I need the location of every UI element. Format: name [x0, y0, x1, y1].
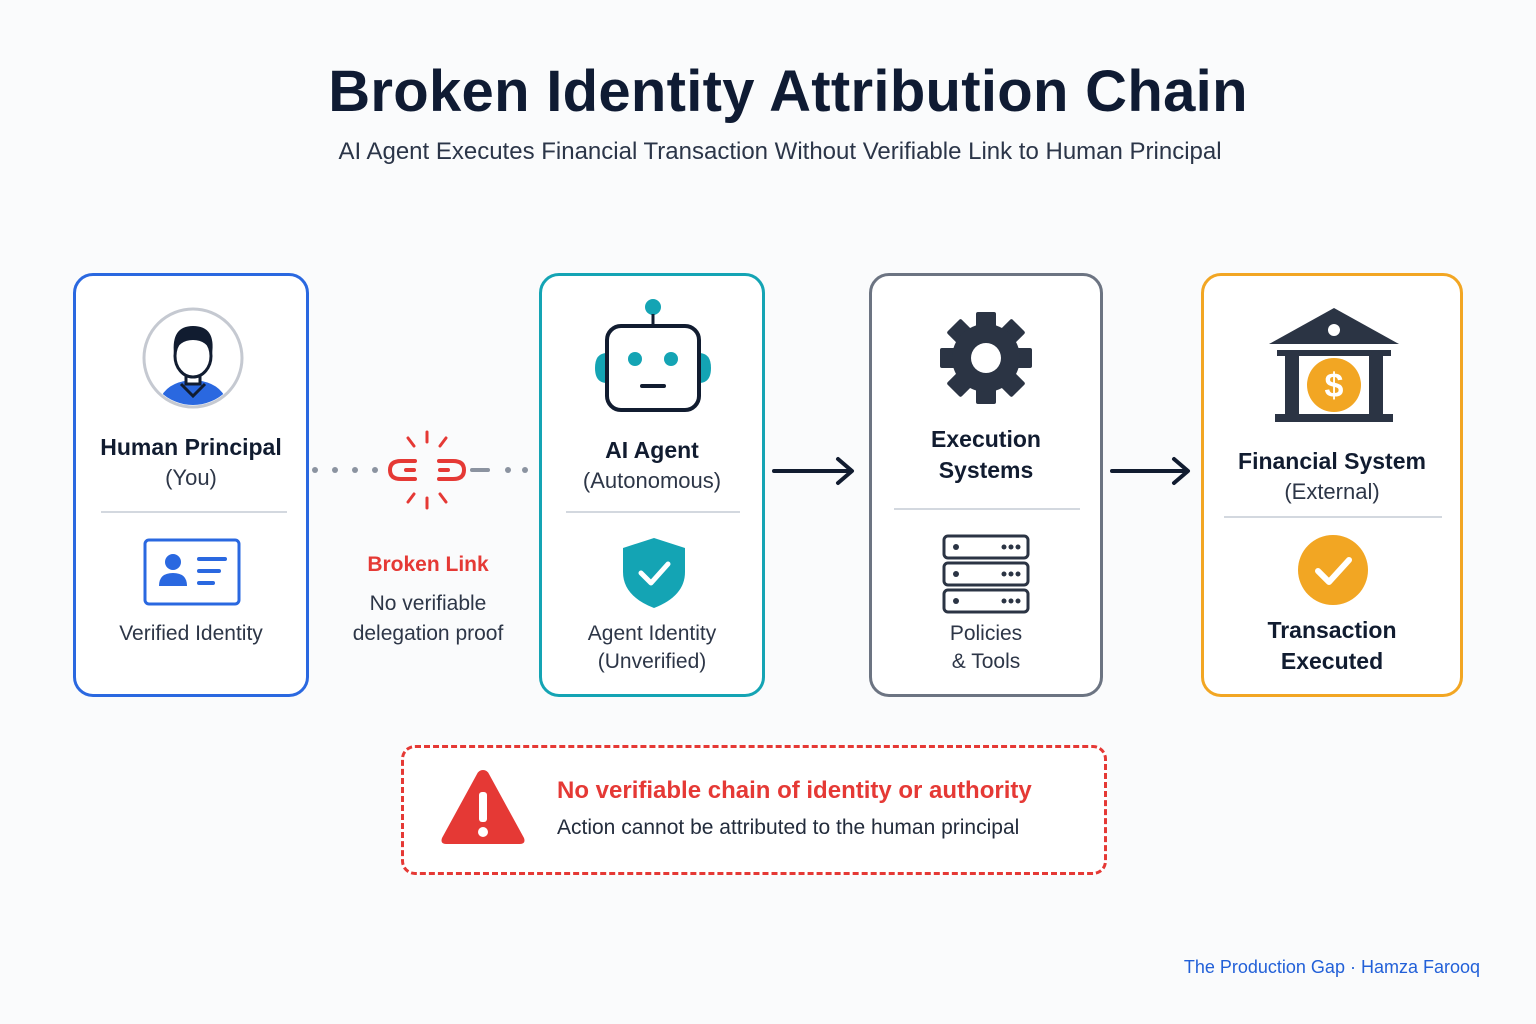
execution-policies-label: Policies & Tools [872, 620, 1100, 676]
financial-footer-line1: Transaction [1267, 617, 1397, 643]
financial-footer-line2: Executed [1280, 648, 1384, 674]
warning-description: Action cannot be attributed to the human… [557, 816, 1020, 839]
agent-identity-line2: (Unverified) [597, 650, 707, 673]
broken-chain-icon [312, 430, 528, 510]
agent-identity-label: Agent Identity (Unverified) [542, 620, 762, 676]
transaction-executed-label: Transaction Executed [1204, 615, 1460, 677]
footer-credit: The Production Gap · Hamza Farooq [1183, 957, 1480, 977]
diagram-title: Broken Identity Attribution Chain [328, 59, 1248, 124]
agent-divider [566, 511, 740, 513]
execution-divider [894, 508, 1080, 510]
broken-link-description: No verifiable delegation proof [330, 589, 526, 649]
ai-agent-card: AI Agent (Autonomous) Agent Identity (Un… [539, 273, 765, 697]
broken-link-label: Broken Link [367, 553, 489, 576]
human-principal-title: Human Principal [100, 434, 282, 460]
execution-systems-card: Execution Systems Policies & Tools [869, 273, 1103, 697]
warning-triangle-icon [441, 770, 525, 844]
financial-system-subtitle: (External) [1284, 479, 1380, 504]
execution-footer-line1: Policies [949, 622, 1023, 645]
id-card-icon [143, 538, 241, 606]
execution-title-line2: Systems [938, 457, 1034, 483]
warning-title: No verifiable chain of identity or autho… [557, 777, 1032, 804]
arrow-right-icon [772, 457, 854, 485]
bank-icon: $ [1269, 308, 1399, 422]
human-principal-subtitle: (You) [165, 465, 217, 490]
ai-agent-title: AI Agent [605, 437, 699, 463]
gear-icon [940, 312, 1032, 404]
human-principal-card: Human Principal (You) Verified Identity [73, 273, 309, 697]
warning-box [401, 745, 1107, 875]
broken-link-description-line1: No verifiable [369, 592, 487, 615]
financial-divider [1224, 516, 1442, 518]
broken-link-description-line2: delegation proof [352, 622, 504, 645]
execution-systems-title: Execution Systems [872, 424, 1100, 486]
user-avatar-icon [142, 307, 244, 409]
execution-footer-line2: & Tools [951, 650, 1021, 673]
human-divider [101, 511, 287, 513]
financial-system-title: Financial System [1238, 448, 1426, 474]
financial-system-card: $ Financial System (External) Transactio… [1201, 273, 1463, 697]
human-identity-label: Verified Identity [119, 622, 263, 645]
check-circle-icon [1298, 535, 1368, 605]
diagram-subtitle: AI Agent Executes Financial Transaction … [338, 138, 1222, 165]
svg-text:$: $ [1325, 367, 1344, 405]
arrow-right-icon [1110, 457, 1190, 485]
ai-agent-subtitle: (Autonomous) [582, 468, 722, 493]
shield-check-icon [623, 538, 685, 608]
robot-icon [595, 299, 711, 412]
execution-title-line1: Execution [931, 426, 1041, 452]
agent-identity-line1: Agent Identity [587, 622, 717, 645]
server-stack-icon [942, 534, 1030, 614]
